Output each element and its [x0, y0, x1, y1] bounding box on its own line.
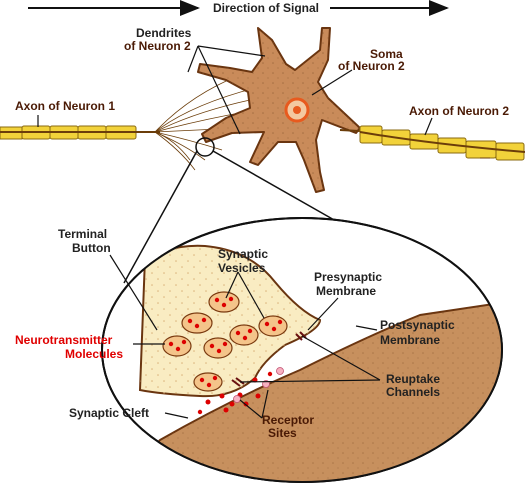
label-soma-line2: of Neuron 2 [338, 59, 405, 73]
label-neurotransmitter-line2: Molecules [65, 347, 123, 361]
synaptic-vesicles [162, 291, 288, 392]
label-presynaptic-line2: Membrane [316, 284, 376, 298]
label-terminal-line2: Button [72, 241, 111, 255]
axon-neuron-1 [0, 125, 160, 140]
label-axon-1: Axon of Neuron 1 [15, 99, 115, 113]
vesicle [229, 324, 259, 346]
label-dendrites-line1: Dendrites [136, 26, 192, 40]
label-soma-line1: Soma [370, 47, 403, 61]
label-axon-2: Axon of Neuron 2 [409, 104, 509, 118]
vesicle [181, 312, 213, 334]
label-receptor-line2: Sites [268, 426, 297, 440]
label-synaptic-cleft: Synaptic Cleft [69, 406, 149, 420]
axon-neuron-2 [339, 125, 525, 161]
label-vesicles-line1: Synaptic [218, 247, 268, 261]
label-neurotransmitter-line1: Neurotransmitter [15, 333, 113, 347]
label-postsynaptic-line2: Membrane [380, 333, 440, 347]
vesicle [203, 337, 233, 359]
label-presynaptic-line1: Presynaptic [314, 270, 382, 284]
vesicle [193, 372, 223, 392]
vesicle [258, 315, 288, 337]
label-postsynaptic-line1: Postsynaptic [380, 318, 455, 332]
label-terminal-line1: Terminal [58, 227, 107, 241]
magnifier-circle [195, 137, 215, 157]
zoom-line-left [123, 150, 198, 284]
label-dendrites-line2: of Neuron 2 [124, 39, 191, 53]
neuron-2 [197, 27, 361, 193]
vesicle [208, 291, 240, 313]
label-reuptake-line1: Reuptake [386, 372, 440, 386]
label-reuptake-line2: Channels [386, 385, 440, 399]
label-pointers [37, 45, 433, 419]
label-receptor-line1: Receptor [262, 413, 314, 427]
synapse-closeup [101, 217, 503, 483]
label-vesicles-line2: Vesicles [218, 261, 266, 275]
reuptake-channels [231, 331, 307, 387]
vesicle [162, 335, 192, 357]
membrane-gaps [177, 339, 347, 424]
direction-label: Direction of Signal [213, 1, 319, 15]
